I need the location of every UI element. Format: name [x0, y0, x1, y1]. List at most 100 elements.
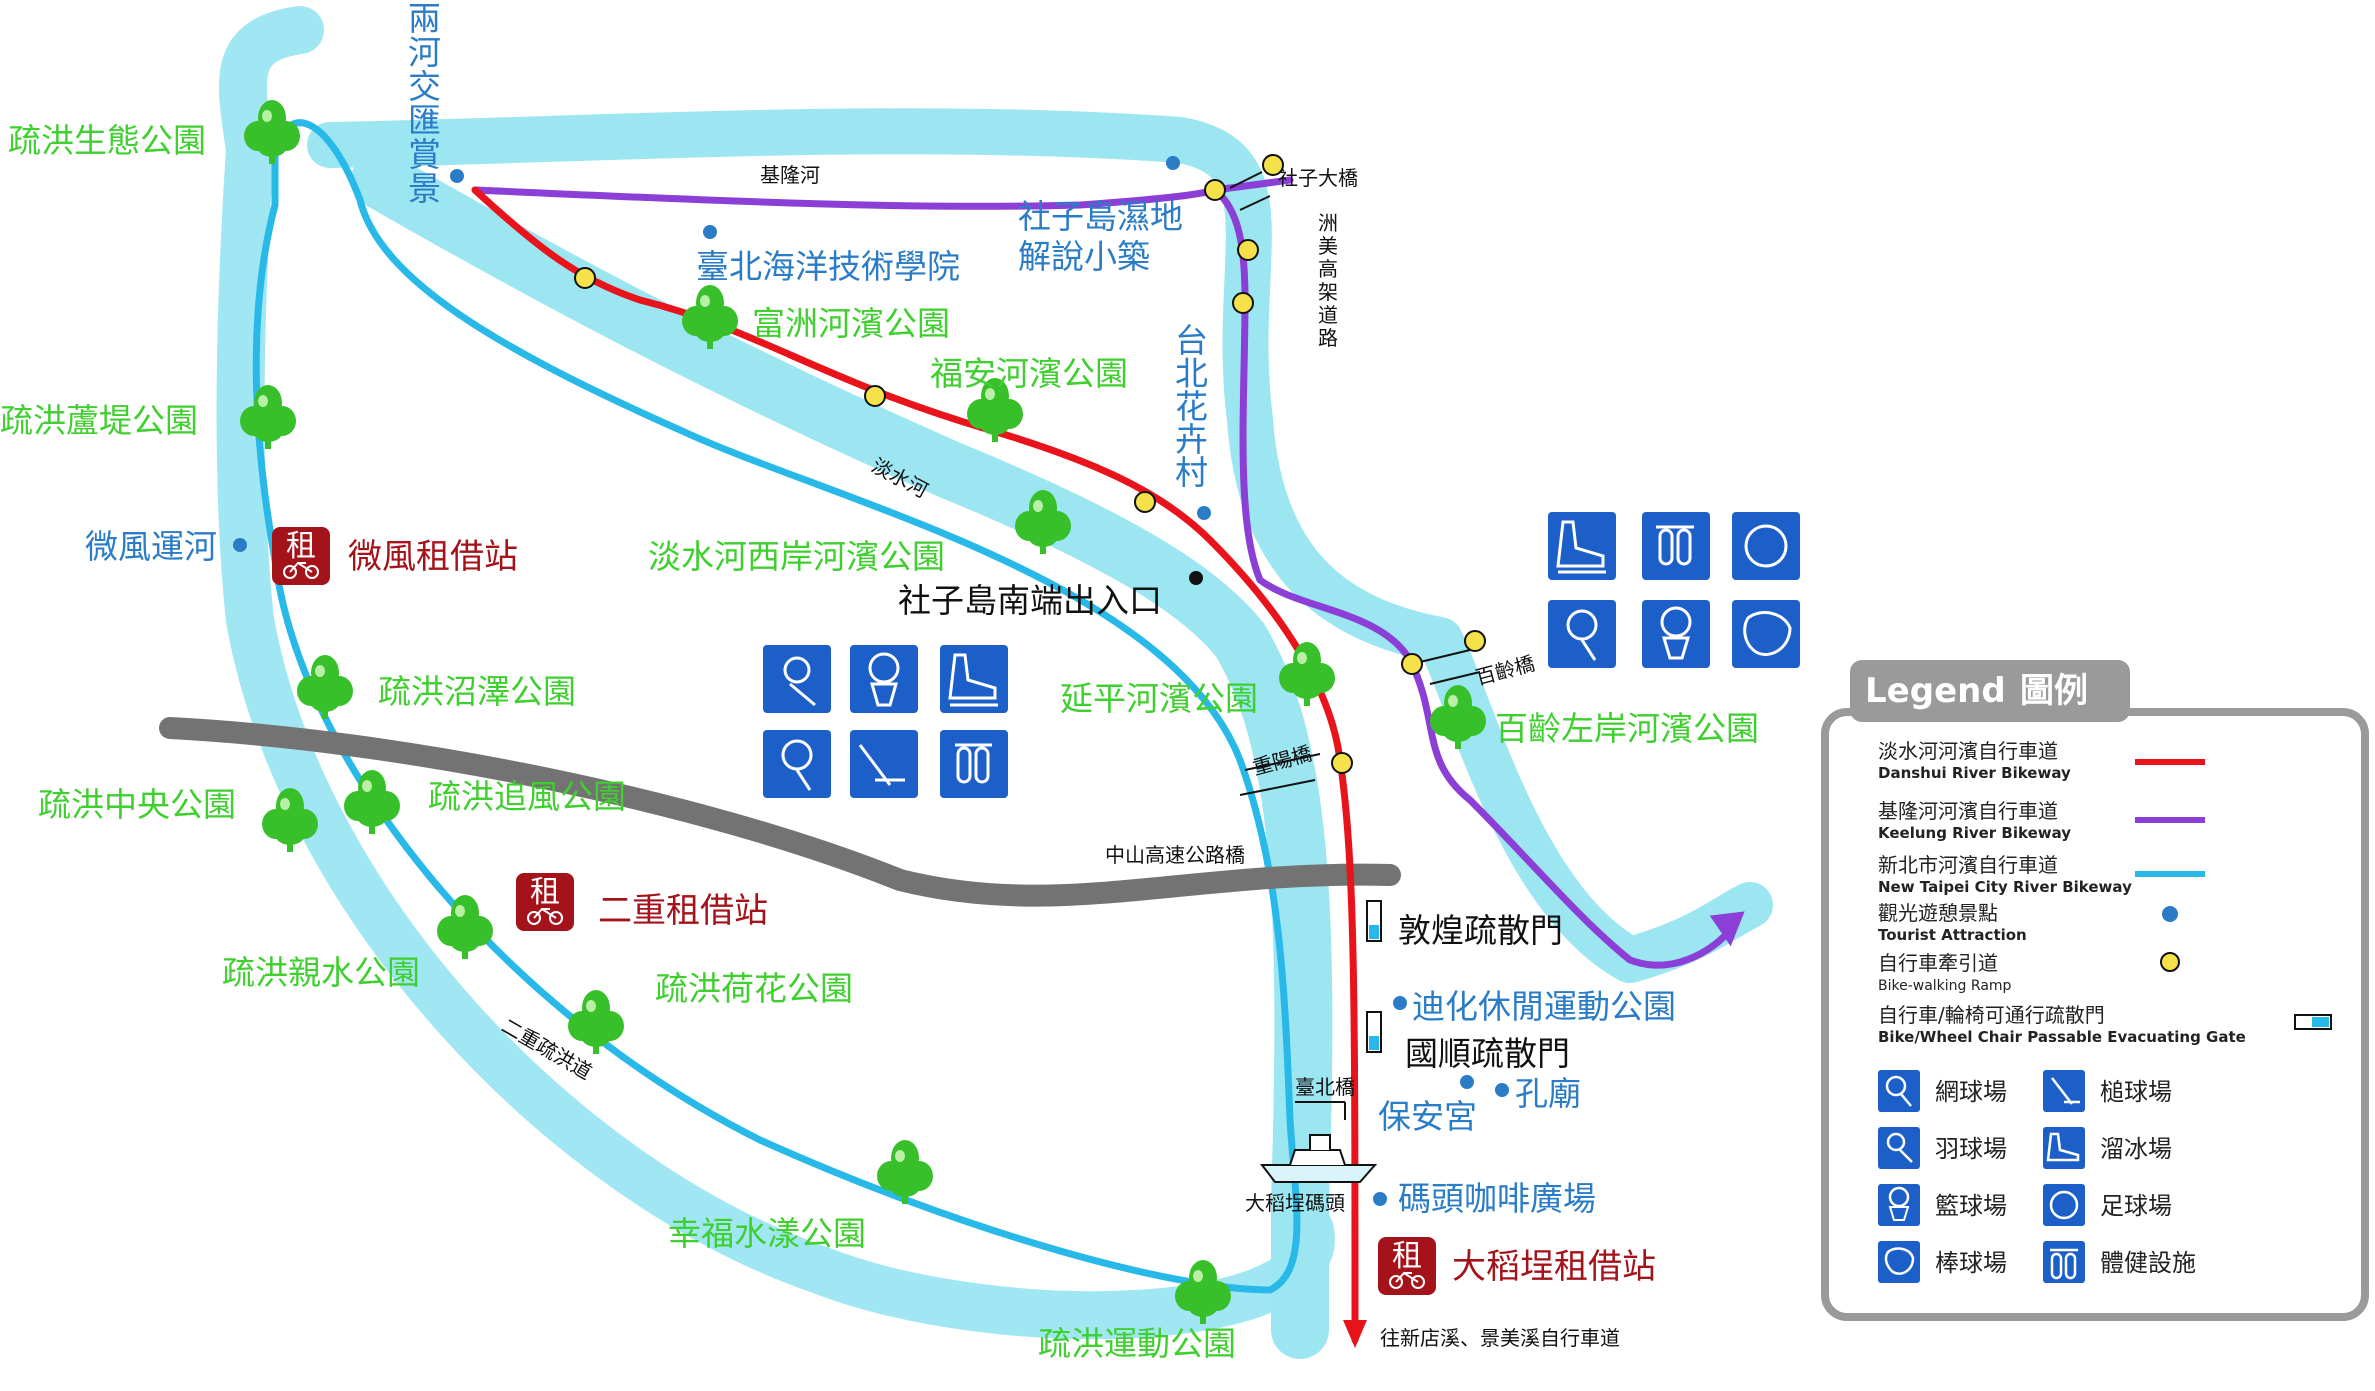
park-label: 疏洪追風公園 [428, 777, 626, 816]
vertical-char: 賞 [408, 135, 441, 174]
badminton-icon [783, 656, 811, 684]
legend-sports: 網球場 槌球場 羽球場 溜冰場 籃球場 [1878, 1070, 2196, 1283]
vertical-char: 河 [408, 33, 441, 72]
park-label: 福安河濱公園 [930, 354, 1128, 393]
danshui-bikeway [471, 186, 1359, 1344]
erchong-rental-label: 二重租借站 [598, 891, 768, 931]
rental-labels: 微風租借站 二重租借站 大稻埕租借站 [348, 537, 1656, 1287]
park-labels: 疏洪生態公園 疏洪蘆堤公園 疏洪沼澤公園 疏洪中央公園 疏洪追風公園 疏洪親水公… [0, 121, 1759, 1363]
ramp-dot [1232, 292, 1254, 314]
svg-text:體健設施: 體健設施 [2100, 1249, 2196, 1277]
fitness-icon [1658, 528, 1674, 566]
svg-text:網球場: 網球場 [1935, 1078, 2007, 1106]
park-label: 淡水河西岸河濱公園 [648, 537, 945, 576]
legend-item: 淡水河河濱自行車道 Danshui River Bikeway [1878, 739, 2205, 782]
gate-icon [1366, 900, 1382, 942]
legend-yellow-dot [2160, 952, 2180, 972]
svg-text:籃球場: 籃球場 [1935, 1192, 2007, 1220]
vertical-char: 兩 [408, 0, 441, 38]
svg-text:Tourist Attraction: Tourist Attraction [1878, 926, 2027, 944]
vertical-char: 架 [1318, 280, 1338, 304]
ramp-dot [1464, 630, 1486, 652]
legend-panel: Legend 圖例 淡水河河濱自行車道 Danshui River Bikewa… [1821, 660, 2369, 1321]
danshui-bikeway-arrow [1343, 1320, 1367, 1348]
tennis-icon [1885, 1075, 1907, 1097]
rent-char: 租 [530, 875, 560, 910]
svg-text:觀光遊憩景點: 觀光遊憩景點 [1878, 901, 1998, 925]
ramp-dot [1262, 154, 1284, 176]
ramp-dot [1204, 179, 1226, 201]
rental-station-weifeng: 租 [271, 526, 331, 586]
svg-text:槌球場: 槌球場 [2100, 1078, 2172, 1106]
zhongshan-highway [159, 717, 1401, 907]
fitness-icon [2050, 1252, 2063, 1280]
tennis-icon [1566, 609, 1598, 641]
rent-char: 租 [286, 529, 316, 564]
legend-item: 基隆河河濱自行車道 Keelung River Bikeway [1878, 799, 2205, 842]
tennis-icon [781, 739, 813, 771]
legend-item: 自行車/輪椅可通行疏散門 Bike/Wheel Chair Passable E… [1878, 1003, 2332, 1046]
park-label: 疏洪運動公園 [1038, 1324, 1236, 1363]
vertical-char: 道 [1318, 303, 1338, 327]
ramp-dot [1401, 653, 1423, 675]
vertical-char: 高 [1318, 257, 1338, 281]
tourist-dots [233, 156, 1509, 1206]
keelung-bikeway-arrow [1709, 911, 1745, 947]
park-label: 疏洪荷花公園 [655, 969, 853, 1008]
vertical-char: 交 [408, 67, 441, 106]
svg-text:新北市河濱自行車道: 新北市河濱自行車道 [1878, 853, 2058, 877]
park-label: 疏洪沼澤公園 [378, 672, 576, 711]
park-label: 疏洪中央公園 [38, 785, 236, 824]
vertical-char: 匯 [408, 101, 441, 140]
wharf-label: 大稻埕碼頭 [1245, 1191, 1345, 1215]
basketball-icon [868, 652, 900, 684]
shezi-wetland-label-2: 解說小築 [1018, 237, 1150, 276]
svg-text:溜冰場: 溜冰場 [2100, 1135, 2172, 1163]
legend-blue-dot [2162, 906, 2178, 922]
soccer-icon [1744, 524, 1788, 568]
baseball-icon [1884, 1247, 1915, 1275]
keelung-river-label: 基隆河 [760, 163, 820, 187]
taipei-bridge-label: 臺北橋 [1295, 1075, 1355, 1099]
guoshun-gate-label: 國順疏散門 [1405, 1034, 1570, 1073]
park-label: 疏洪親水公園 [222, 953, 420, 992]
weifeng-rental-label: 微風租借站 [348, 537, 518, 577]
park-label: 延平河濱公園 [1060, 679, 1258, 718]
sports-cluster-west [763, 645, 1008, 798]
attraction-labels: 微風運河 臺北海洋技術學院 社子島濕地 解說小築 迪化休閒運動公園 保安宮 孔廟… [85, 197, 1676, 1218]
legend-title-zh: 圖例 [2020, 671, 2088, 711]
svg-text:Keelung River Bikeway: Keelung River Bikeway [1878, 824, 2071, 842]
dihua-park-label: 迪化休閒運動公園 [1412, 987, 1676, 1026]
bailing-bridge-label: 百齡橋 [1473, 651, 1537, 690]
sports-cluster-east [1548, 512, 1800, 668]
svg-text:基隆河河濱自行車道: 基隆河河濱自行車道 [1878, 799, 2058, 823]
to-xindian-label: 往新店溪、景美溪自行車道 [1380, 1326, 1620, 1350]
soccer-icon [2049, 1190, 2079, 1220]
legend-item: 新北市河濱自行車道 New Taipei City River Bikeway [1878, 853, 2205, 896]
legend-item: 觀光遊憩景點 Tourist Attraction [1878, 901, 2178, 944]
svg-text:Bike/Wheel Chair Passable Evac: Bike/Wheel Chair Passable Evacuating Gat… [1878, 1028, 2246, 1046]
weifeng-canal-label: 微風運河 [85, 527, 217, 566]
vertical-char: 路 [1318, 326, 1338, 350]
svg-text:New Taipei City River Bikeway: New Taipei City River Bikeway [1878, 878, 2132, 896]
fitness-icon [956, 746, 972, 784]
svg-text:自行車牽引道: 自行車牽引道 [1878, 951, 1998, 975]
vertical-char: 景 [408, 169, 441, 208]
svg-text:Bike-walking Ramp: Bike-walking Ramp [1878, 978, 2012, 994]
svg-text:足球場: 足球場 [2100, 1192, 2172, 1220]
skate-icon [948, 653, 997, 700]
shezi-wetland-label-1: 社子島濕地 [1018, 197, 1183, 236]
park-label: 百齡左岸河濱公園 [1495, 709, 1759, 748]
ramp-dot [1134, 491, 1156, 513]
wharf-cafe-label: 碼頭咖啡廣場 [1398, 1179, 1596, 1218]
skate-icon [1556, 520, 1605, 568]
rental-station-erchong: 租 [515, 872, 575, 932]
svg-text:Danshui River Bikeway: Danshui River Bikeway [1878, 764, 2071, 782]
vertical-char: 北 [1175, 354, 1208, 393]
park-label: 富洲河濱公園 [752, 304, 950, 343]
skate-icon [2046, 1132, 2080, 1162]
ocean-college-label: 臺北海洋技術學院 [696, 247, 960, 286]
